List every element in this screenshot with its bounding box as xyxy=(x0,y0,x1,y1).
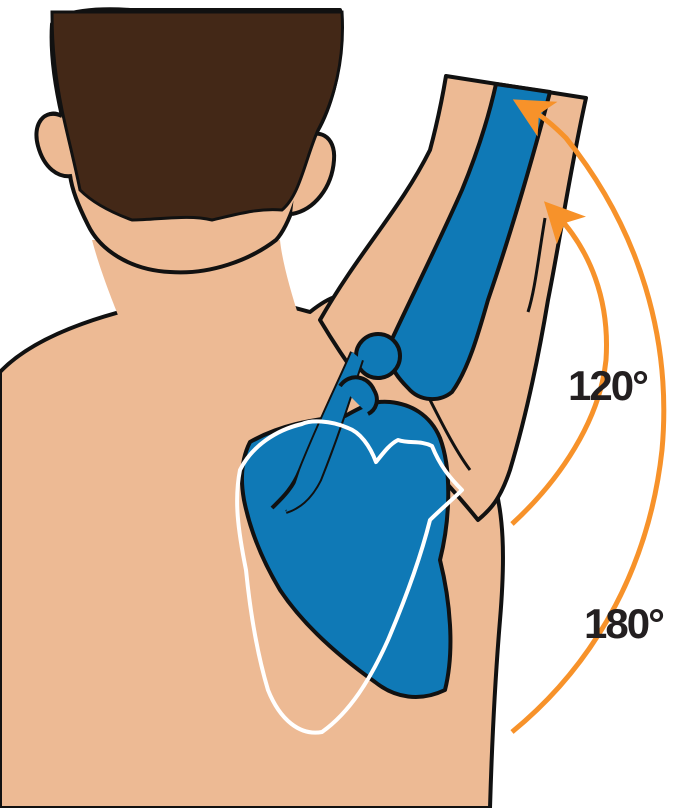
angle-label-120: 120° xyxy=(568,362,647,409)
angle-label-180: 180° xyxy=(584,600,663,647)
humeral-head xyxy=(356,334,400,378)
